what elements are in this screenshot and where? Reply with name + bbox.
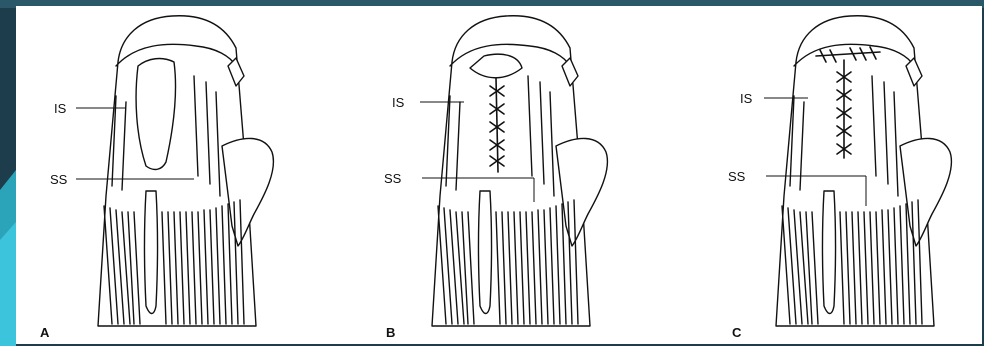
panel-b: IS SS B	[360, 6, 682, 344]
rotator-cuff-repair-figure: IS SS A	[16, 6, 982, 344]
ss-label: SS	[728, 170, 745, 183]
panel-letter: B	[386, 326, 395, 339]
panel-a: IS SS A	[16, 6, 338, 344]
ss-label: SS	[384, 172, 401, 185]
panel-c: IS SS C	[704, 6, 982, 344]
shoulder-illustration-c	[704, 6, 982, 344]
panel-letter: A	[40, 326, 49, 339]
is-label: IS	[54, 102, 66, 115]
is-label: IS	[740, 92, 752, 105]
ss-label: SS	[50, 173, 67, 186]
shoulder-illustration-b	[360, 6, 682, 344]
is-label: IS	[392, 96, 404, 109]
panel-letter: C	[732, 326, 741, 339]
